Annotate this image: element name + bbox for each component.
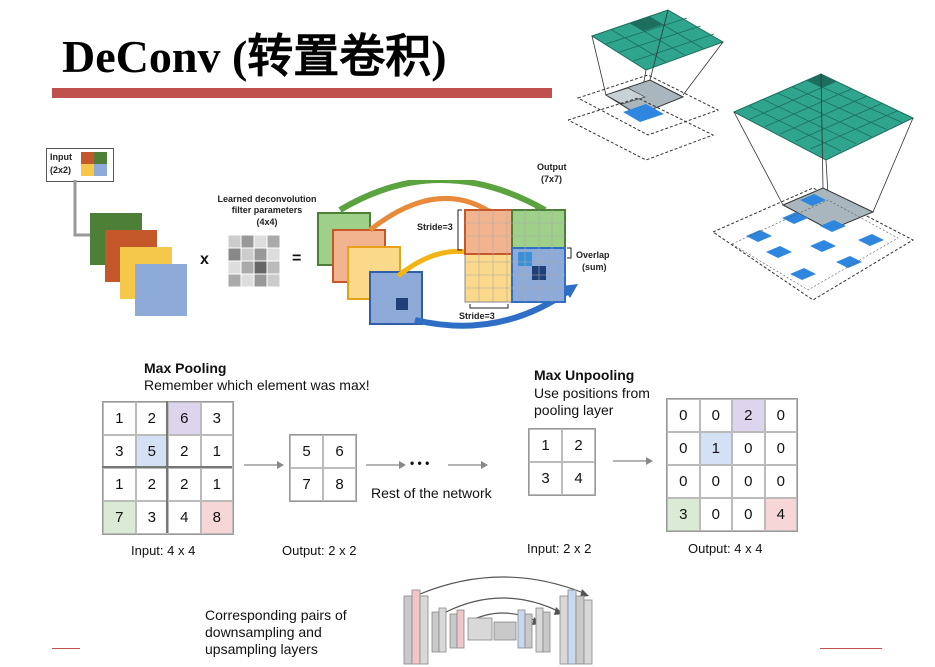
- input-label-box: Input (2x2): [46, 148, 114, 182]
- rest-of-network-label: Rest of the network: [371, 485, 492, 501]
- output-label: Output: [537, 162, 567, 172]
- grid-cell: 4: [168, 501, 201, 534]
- big-input-grid: [711, 187, 915, 301]
- grid-cell: 0: [699, 498, 732, 531]
- max-unpool-output-caption: Output: 4 x 4: [688, 541, 763, 556]
- transposed-conv-illustration: [568, 9, 915, 301]
- max-unpooling-subtitle-2: pooling layer: [534, 402, 614, 418]
- max-unpool-input-caption: Input: 2 x 2: [527, 541, 592, 556]
- grid-cell: 2: [135, 402, 168, 435]
- grid-cell: 2: [135, 468, 168, 501]
- note-line-2: downsampling and: [205, 624, 322, 640]
- ellipsis: • • •: [410, 456, 430, 470]
- grid-cell: 0: [732, 465, 765, 498]
- overlap-sub-label: (sum): [582, 262, 607, 272]
- max-pool-input-caption: Input: 4 x 4: [131, 543, 196, 558]
- grid-cell: 5: [135, 435, 168, 468]
- grid-cell: 0: [667, 432, 700, 465]
- grid-cell: 1: [699, 432, 732, 465]
- input-cell-green: [94, 152, 107, 164]
- filter-label-1: Learned deconvolution: [217, 194, 317, 204]
- grid-cell: 8: [323, 468, 356, 501]
- grid-cell: 0: [699, 465, 732, 498]
- grid-cell: 1: [103, 402, 136, 435]
- small-input-grid: [568, 74, 720, 161]
- grid-cell: 0: [732, 498, 765, 531]
- stride-top-label: Stride=3: [417, 222, 453, 232]
- grid-cell: 0: [667, 399, 700, 432]
- overlap-label: Overlap: [576, 250, 610, 260]
- big-output-grid: [732, 73, 915, 161]
- grid-cell: 1: [103, 468, 136, 501]
- deconv-diagram: [73, 180, 578, 329]
- max-pooling-title: Max Pooling: [144, 360, 227, 376]
- footer-line-left: [52, 648, 80, 649]
- input-cell-yellow: [81, 164, 94, 176]
- grid-cell: 2: [168, 435, 201, 468]
- input-size-label: (2x2): [50, 165, 72, 175]
- grid-cell: 0: [764, 432, 797, 465]
- grid-cell: 3: [135, 501, 168, 534]
- filter-grid: [227, 234, 281, 288]
- pool-divider-h: [102, 466, 232, 468]
- grid-cell: 4: [764, 498, 797, 531]
- arrow-to-dots: [366, 461, 406, 469]
- input-cell-red: [81, 152, 94, 164]
- grid-cell: 8: [200, 501, 233, 534]
- equals-symbol: =: [292, 250, 302, 267]
- filter-size-label: (4x4): [256, 217, 278, 227]
- grid-cell: 0: [764, 465, 797, 498]
- grid-cell: 6: [323, 435, 356, 468]
- title-underline: [52, 88, 552, 98]
- grid-cell: 7: [290, 468, 323, 501]
- grid-cell: 1: [200, 435, 233, 468]
- page-title: DeConv (转置卷积): [62, 31, 447, 82]
- grid-cell: 2: [562, 429, 595, 462]
- arrow-unpool: [613, 457, 653, 465]
- grid-cell: 3: [529, 462, 562, 495]
- footer-line-right: [820, 648, 882, 649]
- input-map-blue: [135, 264, 187, 316]
- small-output-grid: [590, 9, 725, 71]
- grid-cell: 3: [103, 435, 136, 468]
- arrow-pool: [244, 461, 284, 469]
- grid-cell: 2: [732, 399, 765, 432]
- grid-cell: 0: [699, 399, 732, 432]
- max-unpooling-subtitle-1: Use positions from: [534, 385, 650, 401]
- stride-bottom-label: Stride=3: [459, 311, 495, 321]
- arrow-from-dots: [448, 461, 488, 469]
- output-grid-7x7: [464, 209, 566, 303]
- encoder-decoder-illustration: [403, 576, 593, 665]
- grid-cell: 0: [732, 432, 765, 465]
- input-label: Input: [50, 152, 72, 162]
- output-size-label: (7x7): [541, 174, 563, 184]
- grid-cell: 7: [103, 501, 136, 534]
- max-unpooling-title: Max Unpooling: [534, 367, 635, 383]
- grid-cell: 2: [168, 468, 201, 501]
- times-symbol: x: [200, 251, 209, 268]
- grid-cell: 5: [290, 435, 323, 468]
- grid-cell: 3: [200, 402, 233, 435]
- filter-label-2: filter parameters: [231, 205, 303, 215]
- grid-cell: 1: [200, 468, 233, 501]
- max-pool-output-caption: Output: 2 x 2: [282, 543, 357, 558]
- grid-cell: 4: [562, 462, 595, 495]
- note-line-1: Corresponding pairs of: [205, 607, 347, 623]
- max-pooling-subtitle: Remember which element was max!: [144, 377, 370, 393]
- grid-cell: 6: [168, 402, 201, 435]
- grid-cell: 1: [529, 429, 562, 462]
- grid-cell: 0: [667, 465, 700, 498]
- grid-cell: 0: [764, 399, 797, 432]
- input-cell-blue: [94, 164, 107, 176]
- note-line-3: upsampling layers: [205, 641, 318, 657]
- grid-cell: 3: [667, 498, 700, 531]
